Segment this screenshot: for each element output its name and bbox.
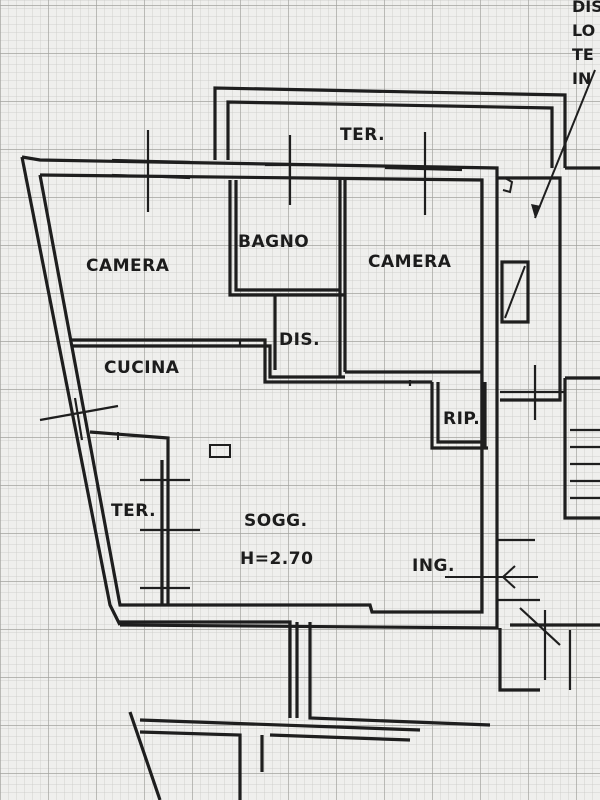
outer-walls [20, 155, 499, 630]
opening-marks [39, 130, 565, 602]
corner-text-fragments: DIS LO TE IN [572, 0, 600, 88]
corner-fragment-4: IN [572, 69, 591, 88]
label-camera-right: CAMERA [368, 252, 452, 272]
label-sogg: SOGG. [244, 511, 308, 531]
entrance-arrow [445, 565, 538, 589]
corner-fragment-2: LO [572, 21, 595, 40]
corner-fragment-1: DIS [572, 0, 600, 16]
label-cucina: CUCINA [104, 358, 180, 378]
right-strip-walls [498, 166, 600, 520]
label-ter-left: TER. [111, 501, 156, 521]
label-dis: DIS. [279, 330, 320, 350]
top-terrace-walls [213, 86, 567, 168]
label-height: H=2.70 [240, 549, 313, 569]
label-rip: RIP. [443, 409, 480, 429]
annotation-pointer [531, 69, 596, 219]
interior-walls [70, 180, 488, 606]
label-ing: ING. [412, 556, 455, 576]
label-camera-left: CAMERA [86, 256, 170, 276]
corner-fragment-3: TE [572, 45, 594, 64]
lower-walls [118, 607, 600, 800]
room-labels: TER. CAMERA BAGNO CAMERA DIS. CUCINA RIP… [86, 125, 480, 576]
label-ter-top: TER. [340, 125, 385, 145]
label-bagno: BAGNO [238, 232, 309, 252]
